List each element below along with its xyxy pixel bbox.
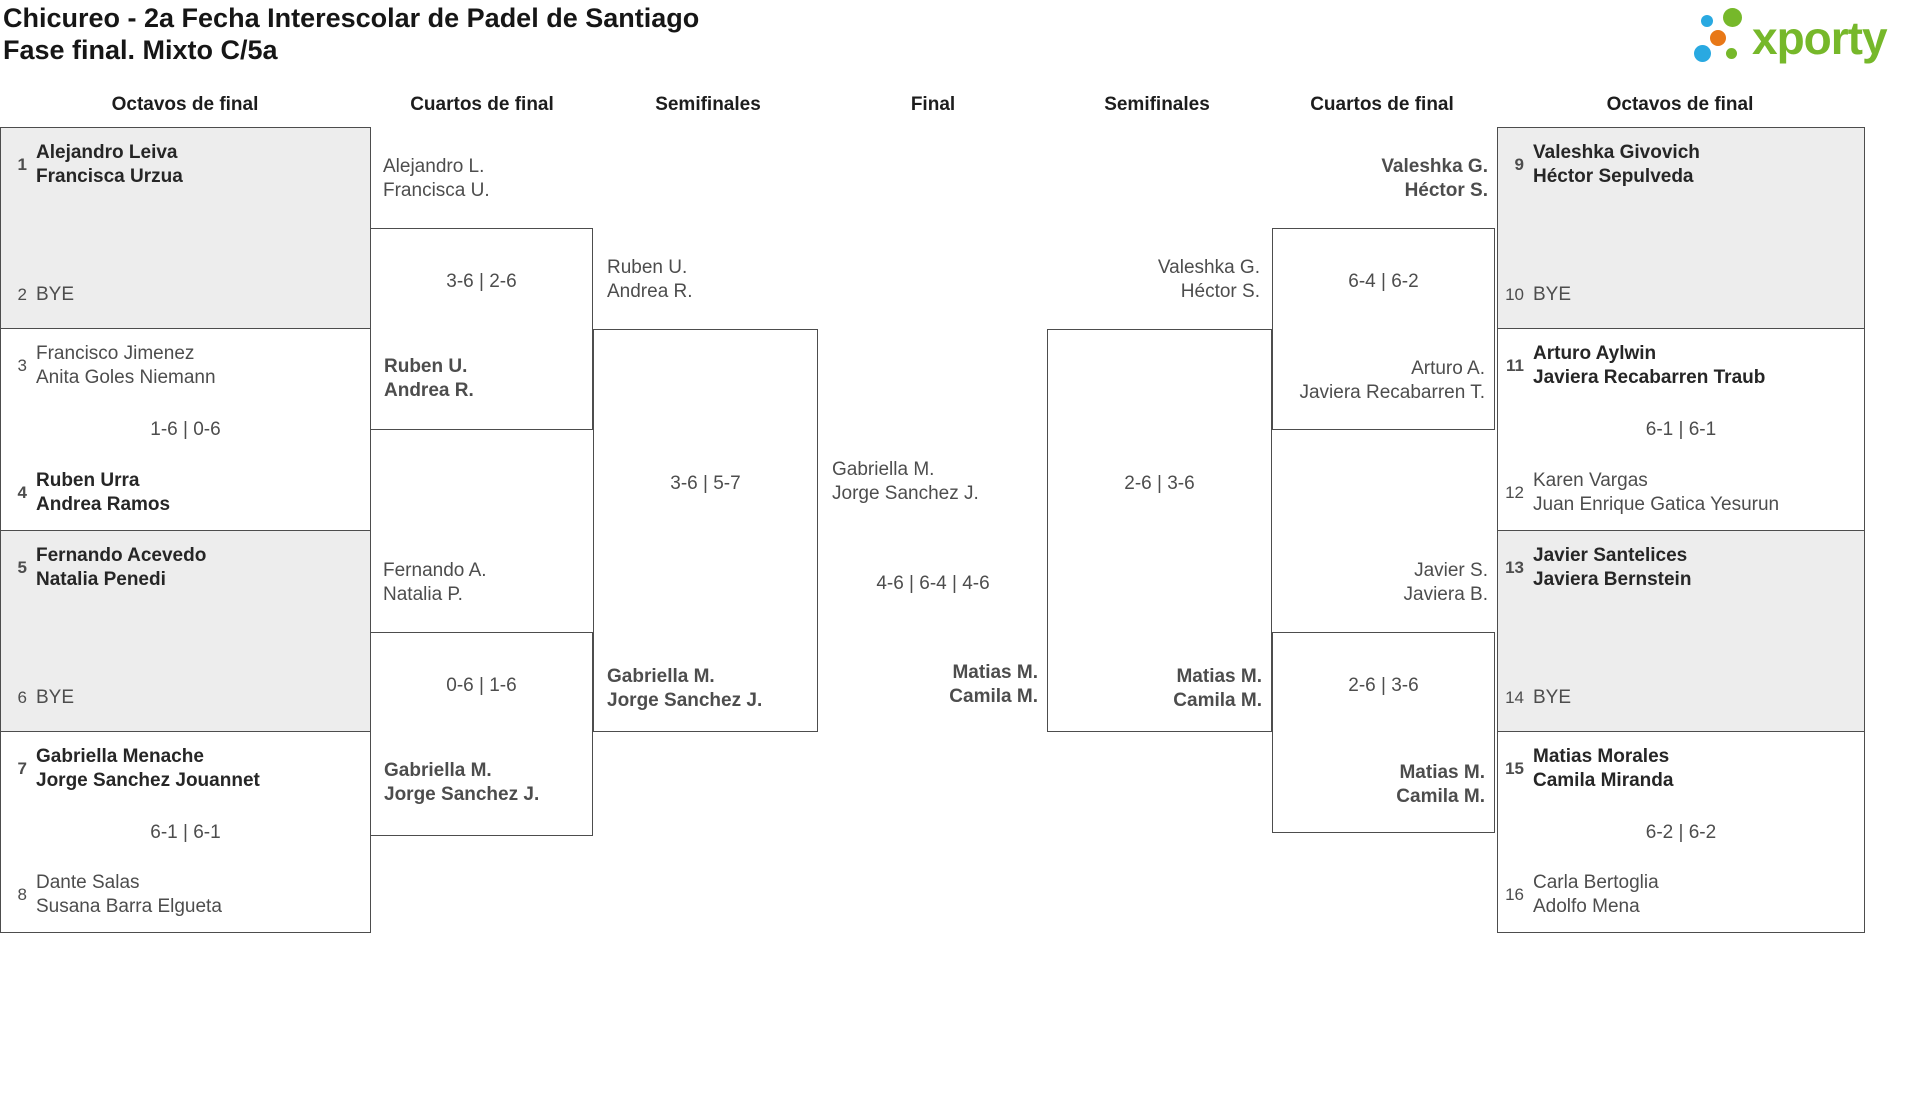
- team-semifinal-right-top: Valeshka G.Héctor S.: [1157, 257, 1260, 302]
- seed-number: 12: [1505, 482, 1524, 502]
- tournament-title: Chicureo - 2a Fecha Interescolar de Pade…: [3, 3, 700, 33]
- team-name: BYE: [36, 686, 75, 708]
- seed-number: 13: [1505, 557, 1524, 577]
- team-cuartos-right-2-top: Javier S.Javiera B.: [1403, 560, 1488, 605]
- match-score: 3-6 | 2-6: [446, 271, 517, 292]
- seed-number: 4: [17, 482, 27, 502]
- team-name: BYE: [1533, 686, 1572, 708]
- round-header-cuartos-right: Cuartos de final: [1310, 94, 1454, 115]
- team-cuartos-right-2-bottom: Matias M.Camila M.: [1396, 762, 1485, 807]
- team-semifinal-left-bottom: Gabriella M.Jorge Sanchez J.: [607, 666, 763, 711]
- match-cuartos-left-1: 3-6 | 2-6 Ruben U.Andrea R.: [370, 228, 593, 430]
- logo-dot-green-small-icon: [1726, 48, 1737, 59]
- logo-dot-blue-small-icon: [1701, 15, 1713, 27]
- round-header-octavos-right: Octavos de final: [1606, 94, 1754, 115]
- round-header-cuartos-left: Cuartos de final: [410, 94, 554, 115]
- match-score: 6-1 | 6-1: [1645, 419, 1717, 441]
- team-cuartos-left-2-top: Fernando A.Natalia P.: [383, 560, 487, 605]
- team-cuartos-left-2-bottom: Gabriella M.Jorge Sanchez J.: [384, 760, 540, 805]
- team-cuartos-right-1-bottom: Arturo A.Javiera Recabarren T.: [1299, 358, 1485, 403]
- match-score: 0-6 | 1-6: [446, 675, 517, 696]
- seed-number: 6: [17, 687, 27, 707]
- tournament-subtitle: Fase final. Mixto C/5a: [3, 35, 278, 65]
- team-semifinal-left-top: Ruben U.Andrea R.: [607, 257, 693, 302]
- team-cuartos-left-1-top: Alejandro L.Francisca U.: [383, 156, 490, 201]
- seed-number: 11: [1506, 356, 1524, 376]
- match-score: 1-6 | 0-6: [150, 419, 221, 441]
- team-semifinal-right-bottom: Matias M.Camila M.: [1173, 666, 1262, 711]
- seed-number: 5: [17, 557, 27, 577]
- match-score: 6-1 | 6-1: [150, 821, 221, 843]
- match-score: 2-6 | 3-6: [1124, 473, 1195, 494]
- seed-number: 9: [1514, 155, 1524, 174]
- match-cuartos-left-2: 0-6 | 1-6 Gabriella M.Jorge Sanchez J.: [370, 632, 593, 836]
- match-score: 3-6 | 5-7: [670, 473, 741, 494]
- match-semifinal-right: 2-6 | 3-6 Matias M.Camila M.: [1047, 329, 1272, 732]
- seed-number: 1: [17, 155, 27, 174]
- round-header-final: Final: [910, 94, 956, 115]
- team-cuartos-left-1-bottom: Ruben U.Andrea R.: [384, 356, 474, 401]
- logo-dot-orange-icon: [1710, 30, 1726, 46]
- round-header-octavos-left: Octavos de final: [111, 94, 259, 115]
- team-name: BYE: [36, 284, 75, 306]
- team-name: BYE: [1533, 284, 1572, 306]
- logo-dot-green-large-icon: [1723, 8, 1742, 27]
- team-cuartos-right-1-top: Valeshka G.Héctor S.: [1381, 156, 1488, 201]
- match-score: 6-2 | 6-2: [1645, 821, 1717, 843]
- seed-number: 15: [1505, 758, 1524, 778]
- seed-number: 16: [1505, 885, 1524, 904]
- round-header-semifinales-left: Semifinales: [655, 94, 761, 115]
- match-cuartos-right-1: 6-4 | 6-2 Arturo A.Javiera Recabarren T.: [1272, 228, 1495, 430]
- round-header-semifinales-right: Semifinales: [1104, 94, 1210, 115]
- seed-number: 8: [17, 885, 27, 904]
- seed-number: 14: [1505, 687, 1524, 707]
- match-score: 6-4 | 6-2: [1348, 271, 1419, 292]
- seed-number: 10: [1505, 285, 1524, 305]
- xporty-logo-text: xporty: [1752, 12, 1888, 64]
- logo-dot-blue-large-icon: [1694, 45, 1711, 62]
- seed-number: 3: [17, 356, 27, 376]
- team-final-bottom: Matias M.Camila M.: [949, 662, 1038, 707]
- match-score: 2-6 | 3-6: [1348, 675, 1419, 696]
- match-semifinal-left: 3-6 | 5-7 Gabriella M.Jorge Sanchez J.: [593, 329, 818, 732]
- seed-number: 2: [17, 285, 27, 305]
- seed-number: 7: [17, 758, 27, 778]
- final-score: 4-6 | 6-4 | 4-6: [876, 573, 990, 594]
- team-final-top: Gabriella M.Jorge Sanchez J.: [832, 459, 979, 504]
- match-cuartos-right-2: 2-6 | 3-6 Matias M.Camila M.: [1272, 632, 1495, 833]
